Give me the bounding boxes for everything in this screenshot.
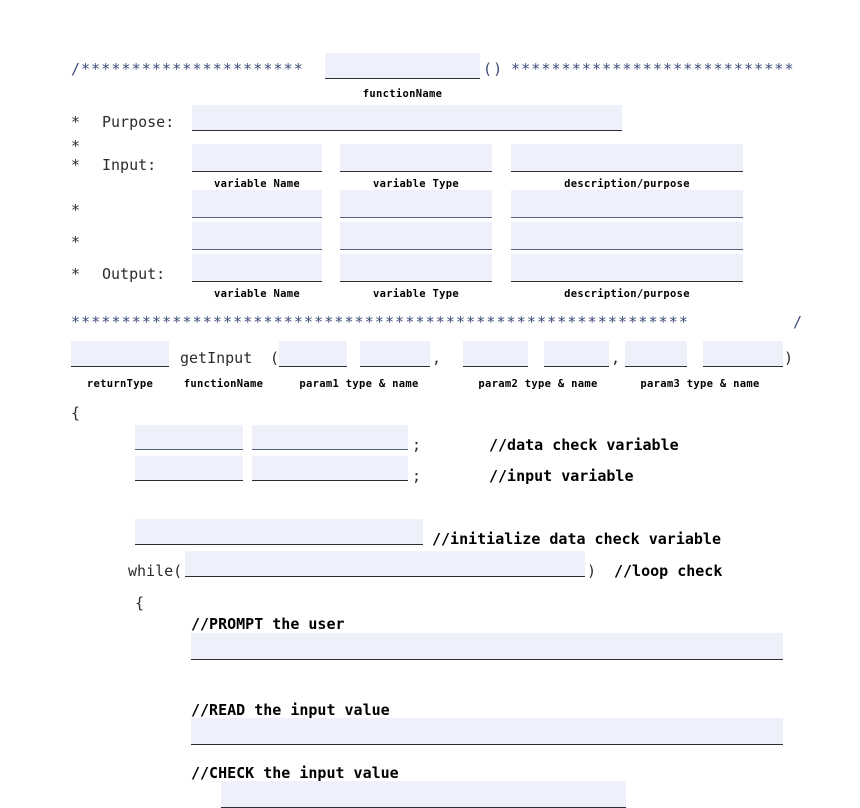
prompt-statement-field[interactable] bbox=[191, 633, 783, 660]
worksheet-page: / ********************** functionName ()… bbox=[71, 53, 804, 808]
comment-close-slash: / bbox=[793, 313, 804, 331]
decl-2-type-field[interactable] bbox=[135, 456, 243, 481]
io-field-name-2[interactable] bbox=[192, 190, 322, 218]
col-header-name-bottom: variable Name bbox=[213, 288, 301, 300]
while-condition-field[interactable] bbox=[185, 551, 585, 577]
io-field-desc-2[interactable] bbox=[511, 190, 743, 218]
signature-open-paren: ( bbox=[270, 349, 280, 367]
function-name-label: functionName bbox=[362, 88, 443, 100]
comment-star-2: * bbox=[71, 201, 81, 219]
io-field-name-4[interactable] bbox=[192, 254, 322, 282]
header-stars-left: ********************** bbox=[81, 60, 304, 78]
check-comment: //CHECK the input value bbox=[191, 764, 399, 782]
output-label: Output: bbox=[102, 265, 166, 283]
function-name-field[interactable] bbox=[325, 53, 480, 79]
col-header-type-top: variable Type bbox=[372, 178, 460, 190]
output-star: * bbox=[71, 265, 81, 283]
io-field-desc-3[interactable] bbox=[511, 222, 743, 250]
param2-label: param2 type & name bbox=[478, 378, 598, 390]
return-type-label: returnType bbox=[86, 378, 154, 390]
param1-label: param1 type & name bbox=[299, 378, 419, 390]
while-close-paren: ) bbox=[587, 562, 597, 580]
header-stars-right: **************************** bbox=[511, 60, 795, 78]
col-header-name-top: variable Name bbox=[213, 178, 301, 190]
io-field-type-3[interactable] bbox=[340, 222, 492, 250]
purpose-label: Purpose: bbox=[102, 113, 175, 131]
param1-name-field[interactable] bbox=[360, 341, 430, 367]
comment-close-stars: ****************************************… bbox=[71, 313, 689, 331]
return-type-field[interactable] bbox=[71, 341, 169, 367]
read-statement-field[interactable] bbox=[191, 718, 783, 745]
signature-comma-2: , bbox=[611, 349, 621, 367]
prompt-comment: //PROMPT the user bbox=[191, 615, 345, 633]
decl-1-comment: //data check variable bbox=[489, 436, 679, 454]
check-statement-field[interactable] bbox=[221, 781, 626, 808]
io-field-type-4[interactable] bbox=[340, 254, 492, 282]
io-field-type-1[interactable] bbox=[340, 144, 492, 172]
decl-1-semicolon: ; bbox=[412, 436, 422, 454]
io-field-desc-1[interactable] bbox=[511, 144, 743, 172]
signature-function-name-label: functionName bbox=[183, 378, 264, 390]
param3-type-field[interactable] bbox=[625, 341, 687, 367]
decl-2-semicolon: ; bbox=[412, 467, 422, 485]
io-field-name-3[interactable] bbox=[192, 222, 322, 250]
decl-2-name-field[interactable] bbox=[252, 456, 408, 481]
loop-check-comment: //loop check bbox=[614, 562, 723, 580]
initialize-field[interactable] bbox=[135, 519, 423, 545]
decl-2-comment: //input variable bbox=[489, 467, 634, 485]
col-header-desc-bottom: description/purpose bbox=[564, 288, 690, 300]
input-label: Input: bbox=[102, 156, 157, 174]
signature-comma-1: , bbox=[432, 349, 442, 367]
io-field-name-1[interactable] bbox=[192, 144, 322, 172]
param2-type-field[interactable] bbox=[463, 341, 528, 367]
input-star: * bbox=[71, 156, 81, 174]
purpose-field[interactable] bbox=[192, 105, 622, 131]
while-keyword: while( bbox=[128, 562, 183, 580]
purpose-star: * bbox=[71, 113, 81, 131]
param2-name-field[interactable] bbox=[544, 341, 609, 367]
decl-1-type-field[interactable] bbox=[135, 425, 243, 450]
loop-open-brace: { bbox=[135, 594, 145, 612]
comment-star-1: * bbox=[71, 137, 81, 155]
decl-1-name-field[interactable] bbox=[252, 425, 408, 450]
read-comment: //READ the input value bbox=[191, 701, 390, 719]
comment-star-3: * bbox=[71, 233, 81, 251]
io-field-desc-4[interactable] bbox=[511, 254, 743, 282]
param3-label: param3 type & name bbox=[640, 378, 760, 390]
col-header-desc-top: description/purpose bbox=[564, 178, 690, 190]
initialize-comment: //initialize data check variable bbox=[432, 530, 721, 548]
io-field-type-2[interactable] bbox=[340, 190, 492, 218]
body-open-brace: { bbox=[71, 404, 81, 422]
col-header-type-bottom: variable Type bbox=[372, 288, 460, 300]
signature-function-name: getInput bbox=[180, 349, 253, 367]
param3-name-field[interactable] bbox=[703, 341, 783, 367]
signature-close-paren: ) bbox=[784, 349, 794, 367]
param1-type-field[interactable] bbox=[279, 341, 347, 367]
signature-parens: () bbox=[483, 60, 504, 78]
comment-open-slash: / bbox=[71, 60, 82, 78]
